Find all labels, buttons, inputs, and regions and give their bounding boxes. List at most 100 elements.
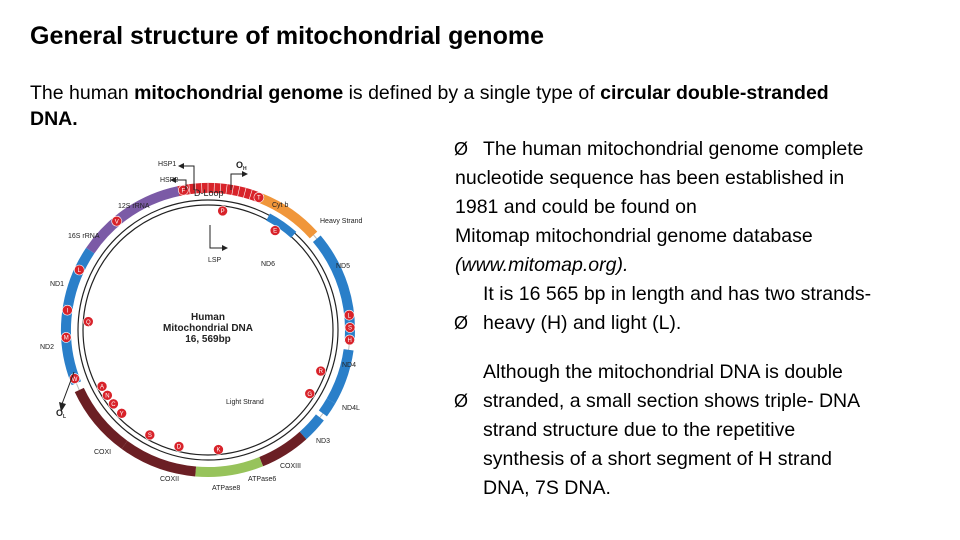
lsp-arrowhead-icon [222,245,228,251]
trna-letter: F [182,188,186,194]
center-subtitle: Mitochondrial DNA [163,323,253,334]
label-12s-rrna: 12S rRNA [118,203,150,210]
trna-marker [102,390,113,401]
arrow-bullet-icon: Ø [454,139,469,159]
coxi-segment [74,387,128,449]
bullet-3-line-2: stranded, a small section shows triple- … [483,390,861,412]
bullet-3-line-5: DNA, 7S DNA. [483,477,611,499]
nd3-segment [299,414,324,440]
nd1-segment [63,247,95,307]
outer-strand-ring [77,199,339,461]
trna-letter: W [72,377,78,383]
trna-letter: P [221,209,225,215]
slide-title: General structure of mitochondrial genom… [30,22,544,50]
nd4-segment [326,348,354,404]
label-nd2: ND2 [40,344,54,351]
trna-letter: S [148,433,152,439]
label-ol: O [56,408,63,418]
hsp2-arrow-icon [176,179,187,190]
trna-letter: Y [120,412,124,418]
rrna-12s-segment [117,186,180,223]
bullet-2: Ø It is 16 565 bp in length and has two … [454,283,935,338]
dloop-tick [188,184,191,195]
inner-strand-ring [82,204,334,456]
ol-arrowhead-icon [59,402,66,412]
trna-marker [82,316,94,327]
bullet-1-line-2: nucleotide sequence has been established… [455,167,845,189]
trna-marker [144,429,156,441]
bullet-1-line-5: (www.mitomap.org). [455,254,629,276]
label-coxiii: COXIII [280,463,301,470]
label-atpase8: ATPase8 [212,485,240,492]
dloop-tick [219,183,222,194]
arrow-bullet-icon: Ø [454,391,469,411]
hsp2-arrowhead-icon [170,177,176,183]
arrow-bullet-icon: Ø [454,313,469,333]
trna-letter: S [348,326,352,332]
label-nd1: ND1 [50,281,64,288]
nd2-segment [61,304,82,386]
bullet-2-line-2: heavy (H) and light (L). [483,312,682,334]
trna-marker [217,205,228,217]
nd6-segment [266,213,297,238]
trna-letter: N [105,394,109,400]
trna-marker [304,388,316,399]
bullet-2-line-1: It is 16 565 bp in length and has two st… [483,283,872,305]
trna-letter: L [78,268,82,274]
label-dloop: D-Loop [194,188,224,198]
trna-marker [62,304,73,316]
oh-arrow-icon [230,173,242,190]
trna-marker [344,334,355,346]
dloop-tick [243,187,247,198]
trna-letter: G [307,392,312,398]
trna-letter: D [177,445,182,451]
dloop-tick [248,189,253,200]
bullet-1-line-1: The human mitochondrial genome complete [483,138,864,160]
label-nd4l: ND4L [342,405,360,412]
label-hsp1: HSP1 [158,161,176,168]
trna-marker [96,381,108,392]
intro-part1: The human [30,82,135,104]
bullet-3-line-1: Although the mitochondrial DNA is double [483,361,843,383]
bullet-1-line-4: Mitomap mitochondrial genome database [455,225,813,247]
label-light-strand: Light Strand [226,399,264,406]
intro-bold2: circular double-stranded [600,82,829,104]
dloop-tick [225,184,228,195]
trna-marker [213,444,224,455]
label-nd6: ND6 [261,261,275,268]
trna-letter: K [216,448,220,454]
trna-letter: Q [86,320,91,326]
trna-letter: A [100,385,104,391]
label-cytb: Cyt b [272,202,288,209]
trna-letter: T [257,196,261,202]
coxiii-segment [259,431,307,467]
bullet-1-line-3: 1981 and could be found on [455,196,697,218]
trna-letter: R [319,369,324,375]
oh-arrowhead-icon [242,171,248,177]
trna-marker [108,398,119,410]
trna-marker [344,322,356,333]
trna-letter: E [273,229,277,235]
bullet-3-line-3: strand structure due to the repetitive [483,419,796,441]
nd4l-segment [318,398,336,417]
label-nd4: ND4 [342,362,356,369]
label-nd3: ND3 [316,438,330,445]
trna-marker [60,332,72,343]
trna-marker [111,215,123,227]
trna-marker [116,408,127,419]
trna-letter: I [67,308,69,314]
trna-marker [173,441,185,452]
trna-marker [343,309,355,321]
atpase-segment [195,456,264,477]
intro-paragraph: The human mitochondrial genome is define… [30,80,930,132]
trna-letter: M [64,336,69,342]
label-hsp2: HSP2 [160,177,178,184]
bullet-3-line-4: synthesis of a short segment of H strand [483,448,833,470]
dloop-tick [194,183,197,194]
ol-line [61,371,75,405]
cytb-segment [259,193,318,239]
label-coxi: COXI [94,449,111,456]
bullet-3: Ø Although the mitochondrial DNA is doub… [454,361,935,503]
